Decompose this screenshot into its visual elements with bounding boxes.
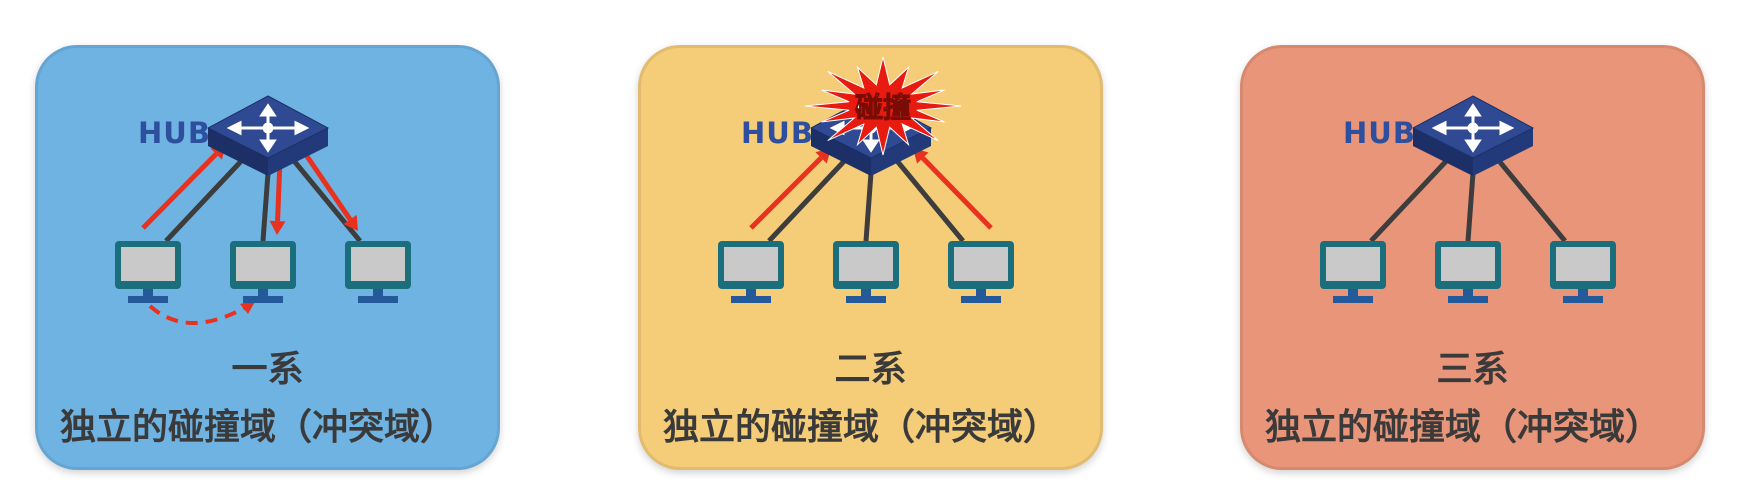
burst-shape	[804, 56, 962, 156]
computers	[115, 241, 411, 303]
monitor-base	[846, 296, 886, 303]
computer-monitor-icon	[718, 241, 784, 303]
hub-side-left	[208, 128, 268, 176]
computer-monitor-icon	[115, 241, 181, 303]
system-label: 二系	[834, 349, 907, 390]
arrow-head	[269, 220, 286, 235]
monitor-screen	[351, 247, 405, 281]
cable-line	[767, 154, 851, 243]
red-arrow	[297, 144, 358, 231]
computer-monitor-icon	[345, 241, 411, 303]
hub-cables	[1369, 154, 1567, 243]
collision-domain-label: 独立的碰撞域（冲突域）	[1265, 407, 1662, 448]
collision-domain-panel-1: HUB 一系 独立的碰撞域（冲突域）	[35, 45, 500, 470]
collision-domain-label: 独立的碰撞域（冲突域）	[60, 407, 457, 448]
monitor-base	[1333, 296, 1373, 303]
monitor-base	[243, 296, 283, 303]
monitor-base	[358, 296, 398, 303]
cable-line	[1465, 172, 1476, 242]
cable-line	[164, 154, 248, 243]
hub-switch-icon	[206, 95, 330, 176]
arrow-head	[343, 214, 358, 231]
hub-cables	[164, 154, 362, 243]
monitor-base	[128, 296, 168, 303]
monitor-screen	[1556, 247, 1610, 281]
cable-line	[288, 154, 362, 243]
hub-arrows-glyph	[226, 103, 310, 153]
arrow-shaft	[141, 152, 218, 230]
collision-domain-panel-3: HUB 三系 独立的碰撞域（冲突域）	[1240, 45, 1705, 470]
arrow-shaft	[749, 156, 823, 230]
red-arrow	[141, 144, 226, 230]
computer-monitor-icon	[1320, 241, 1386, 303]
system-label: 一系	[231, 349, 304, 390]
hub-label: HUB	[1343, 116, 1416, 150]
monitor-neck	[373, 289, 383, 297]
monitor-neck	[746, 289, 756, 297]
hub-side-right	[871, 128, 931, 176]
hub-side-left	[1413, 128, 1473, 176]
computer-monitor-icon	[948, 241, 1014, 303]
monitor-base	[1448, 296, 1488, 303]
cable-line	[891, 154, 965, 243]
collision-text: 碰撞	[855, 91, 911, 124]
collision-domain-label: 独立的碰撞域（冲突域）	[663, 407, 1060, 448]
dashed-arrow-head	[240, 300, 256, 314]
cable-line	[863, 172, 874, 242]
monitor-neck	[143, 289, 153, 297]
cable-line	[1369, 154, 1453, 243]
computer-monitor-icon	[833, 241, 899, 303]
monitor-neck	[258, 289, 268, 297]
computer-monitor-icon	[1550, 241, 1616, 303]
hub-label: HUB	[138, 116, 211, 150]
network-diagram-3	[1320, 95, 1616, 303]
cable-line	[260, 172, 271, 242]
monitor-neck	[1578, 289, 1588, 297]
monitor-neck	[861, 289, 871, 297]
network-diagram-1	[115, 95, 411, 325]
hub-side-right	[268, 128, 328, 176]
monitor-neck	[976, 289, 986, 297]
collision-domain-panel-2: 碰撞 HUB 二系 独立的碰撞域（冲突域）	[638, 45, 1103, 470]
monitor-screen	[1441, 247, 1495, 281]
monitor-screen	[954, 247, 1008, 281]
hub-arrows-glyph	[1431, 103, 1515, 153]
arrow-shaft	[297, 144, 353, 221]
monitor-neck	[1463, 289, 1473, 297]
hub-cables	[767, 154, 965, 243]
monitor-base	[1563, 296, 1603, 303]
hub-side-right	[1473, 128, 1533, 176]
monitor-screen	[121, 247, 175, 281]
monitor-screen	[1326, 247, 1380, 281]
computers	[1320, 241, 1616, 303]
hub-side-left	[811, 128, 871, 176]
monitor-base	[961, 296, 1001, 303]
system-label: 三系	[1436, 349, 1509, 390]
arrow-shaft	[920, 156, 993, 230]
cable-line	[1493, 154, 1567, 243]
collision-burst-icon: 碰撞	[804, 56, 962, 156]
dashed-curve-arrow	[148, 304, 249, 325]
computers	[718, 241, 1014, 303]
computer-monitor-icon	[230, 241, 296, 303]
red-arrow	[913, 148, 993, 230]
hub-switch-icon	[1411, 95, 1535, 176]
monitor-screen	[236, 247, 290, 281]
monitor-screen	[839, 247, 893, 281]
monitor-screen	[724, 247, 778, 281]
network-diagram-2: 碰撞	[718, 56, 1014, 303]
monitor-neck	[1348, 289, 1358, 297]
hub-label: HUB	[741, 116, 814, 150]
monitor-base	[731, 296, 771, 303]
computer-monitor-icon	[1435, 241, 1501, 303]
